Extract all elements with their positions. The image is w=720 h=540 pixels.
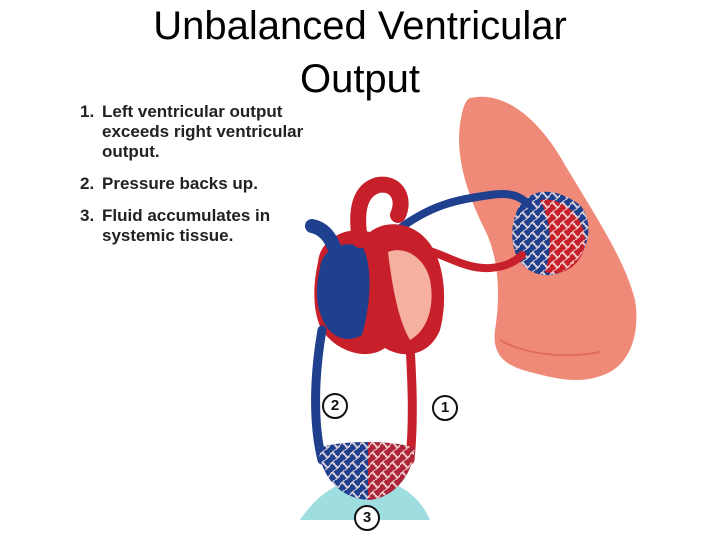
step-3-text: Fluid accumulates in systemic tissue. [102, 206, 271, 245]
step-3-number: 3. [80, 206, 95, 225]
title-line-1: Unbalanced Ventricular [153, 4, 567, 48]
systemic-tissue [300, 479, 430, 520]
step-2: 2. Pressure backs up. [80, 174, 320, 194]
step-1-text: Left ventricular output exceeds right ve… [102, 102, 304, 161]
step-1-number: 1. [80, 102, 95, 121]
steps-list: 1. Left ventricular output exceeds right… [80, 102, 320, 258]
marker-3: 3 [354, 505, 380, 531]
step-2-number: 2. [80, 174, 95, 193]
systemic-vein [311, 325, 327, 465]
marker-2: 2 [322, 393, 348, 419]
pulmonary-artery [391, 190, 532, 236]
pulmonary-capillary-bed [512, 191, 589, 276]
systemic-capillary-bed [318, 442, 415, 500]
step-2-text: Pressure backs up. [102, 174, 258, 193]
systemic-artery [405, 340, 417, 465]
marker-1: 1 [432, 395, 458, 421]
step-1: 1. Left ventricular output exceeds right… [80, 102, 320, 162]
title-line-2: Output [299, 57, 421, 101]
step-3: 3. Fluid accumulates in systemic tissue. [80, 206, 320, 246]
slide-title: Unbalanced Ventricular Output [0, 0, 720, 106]
heart [305, 176, 445, 355]
